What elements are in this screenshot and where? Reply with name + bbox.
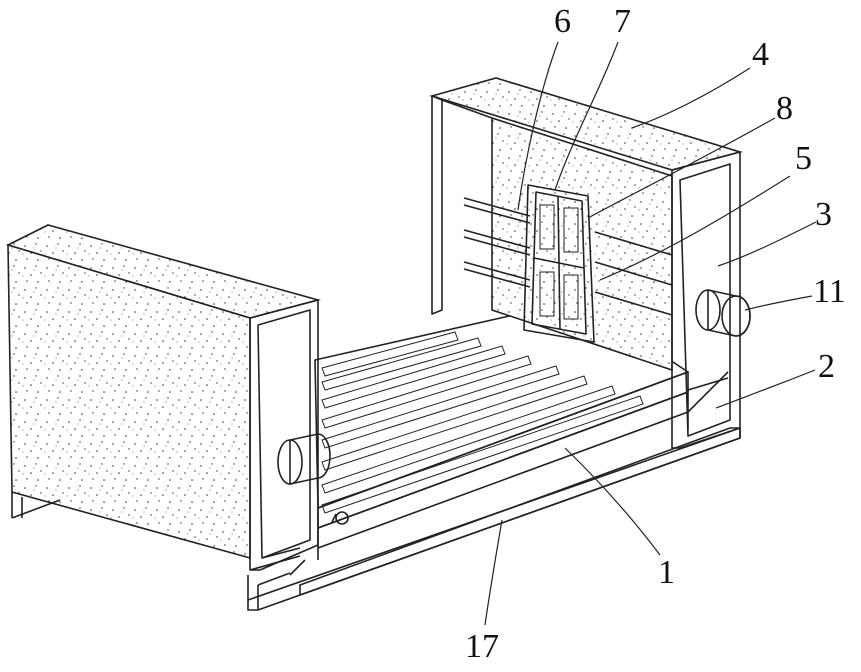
slats xyxy=(322,332,643,513)
label-6: 6 xyxy=(554,5,571,39)
label-8: 8 xyxy=(776,92,793,126)
label-5: 5 xyxy=(795,142,812,176)
label-1: 1 xyxy=(658,556,675,590)
left-box xyxy=(8,225,318,570)
right-cylinder xyxy=(696,290,750,336)
label-4: 4 xyxy=(752,38,769,72)
label-17: 17 xyxy=(465,630,499,664)
right-frame xyxy=(432,78,740,448)
label-2: 2 xyxy=(818,350,835,384)
label-3: 3 xyxy=(815,198,832,232)
label-7: 7 xyxy=(614,5,631,39)
label-11: 11 xyxy=(813,275,846,309)
